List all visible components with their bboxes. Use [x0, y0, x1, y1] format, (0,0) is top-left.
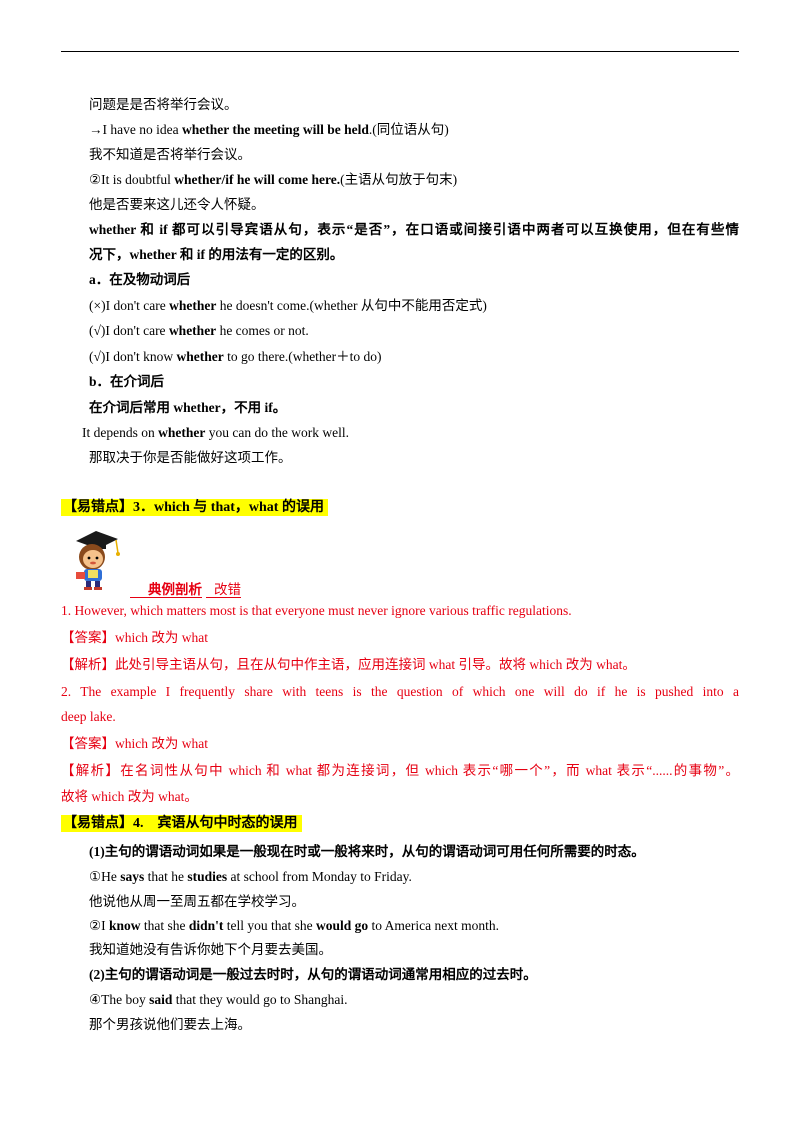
section-heading: 【易错点】3．which 与 that，what 的误用 — [61, 498, 328, 517]
example-sentence: It depends on whether you can do the wor… — [82, 425, 349, 440]
explanation-2-cont: 故将 which 改为 what。 — [61, 789, 198, 804]
question-1: 1. However, which matters most is that e… — [61, 603, 572, 618]
rule-line: (1)主句的谓语动词如果是一般现在时或一般将来时，从句的谓语动词可用任何所需要的… — [89, 844, 645, 859]
example-sentence: ④The boy said that they would go to Shan… — [89, 992, 348, 1007]
example-sentence: (×)I don't care whether he doesn't come.… — [89, 298, 487, 313]
text-line: 我知道她没有告诉你她下个月要去美国。 — [89, 942, 332, 957]
example-sentence: →I have no idea whether the meeting will… — [89, 122, 449, 137]
answer-1: 【答案】which 改为 what — [61, 630, 208, 645]
example-sentence: ②I know that she didn't tell you that sh… — [89, 918, 500, 933]
text-line: 那取决于你是否能做好这项工作。 — [89, 450, 292, 465]
rule-paragraph-line: 况下，whether 和 if 的用法有一定的区别。 — [89, 247, 344, 262]
rule-paragraph-line: whether 和 if 都可以引导宾语从句，表示“是否”，在口语或间接引语中两… — [89, 222, 739, 237]
header-rule — [61, 51, 739, 52]
rule-line: (2)主句的谓语动词是一般过去时时，从句的谓语动词通常用相应的过去时。 — [89, 967, 537, 982]
text-line: 他是否要来这儿还令人怀疑。 — [89, 197, 265, 212]
text-line: 他说他从周一至周五都在学校学习。 — [89, 894, 305, 909]
text-line: 问题是是否将举行会议。 — [89, 97, 238, 112]
cartoon-student-graduation-cap-icon — [62, 527, 126, 591]
answer-2: 【答案】which 改为 what — [61, 736, 208, 751]
subheading: a．在及物动词后 — [89, 272, 191, 287]
explanation-2: 【解析】在名词性从句中 which 和 what 都为连接词，但 which 表… — [61, 763, 739, 778]
explanation-1: 【解析】此处引导主语从句，且在从句中作主语，应用连接词 what 引导。故将 w… — [61, 657, 636, 672]
section-heading: 【易错点】4. 宾语从句中时态的误用 — [61, 814, 302, 833]
example-sentence: ①He says that he studies at school from … — [89, 869, 412, 884]
example-sentence: ②It is doubtful whether/if he will come … — [89, 172, 458, 187]
example-sentence: (√)I don't know whether to go there.(whe… — [89, 349, 382, 364]
text-line: 我不知道是否将举行会议。 — [89, 147, 251, 162]
subheading: b．在介词后 — [89, 374, 165, 389]
example-analysis-label: 典例剖析改错 — [130, 578, 241, 598]
question-2: 2. The example I frequently share with t… — [61, 684, 739, 699]
question-2-cont: deep lake. — [61, 709, 116, 724]
rule-line: 在介词后常用 whether，不用 if。 — [89, 400, 287, 415]
text-line: 那个男孩说他们要去上海。 — [89, 1017, 251, 1032]
example-sentence: (√)I don't care whether he comes or not. — [89, 323, 309, 338]
